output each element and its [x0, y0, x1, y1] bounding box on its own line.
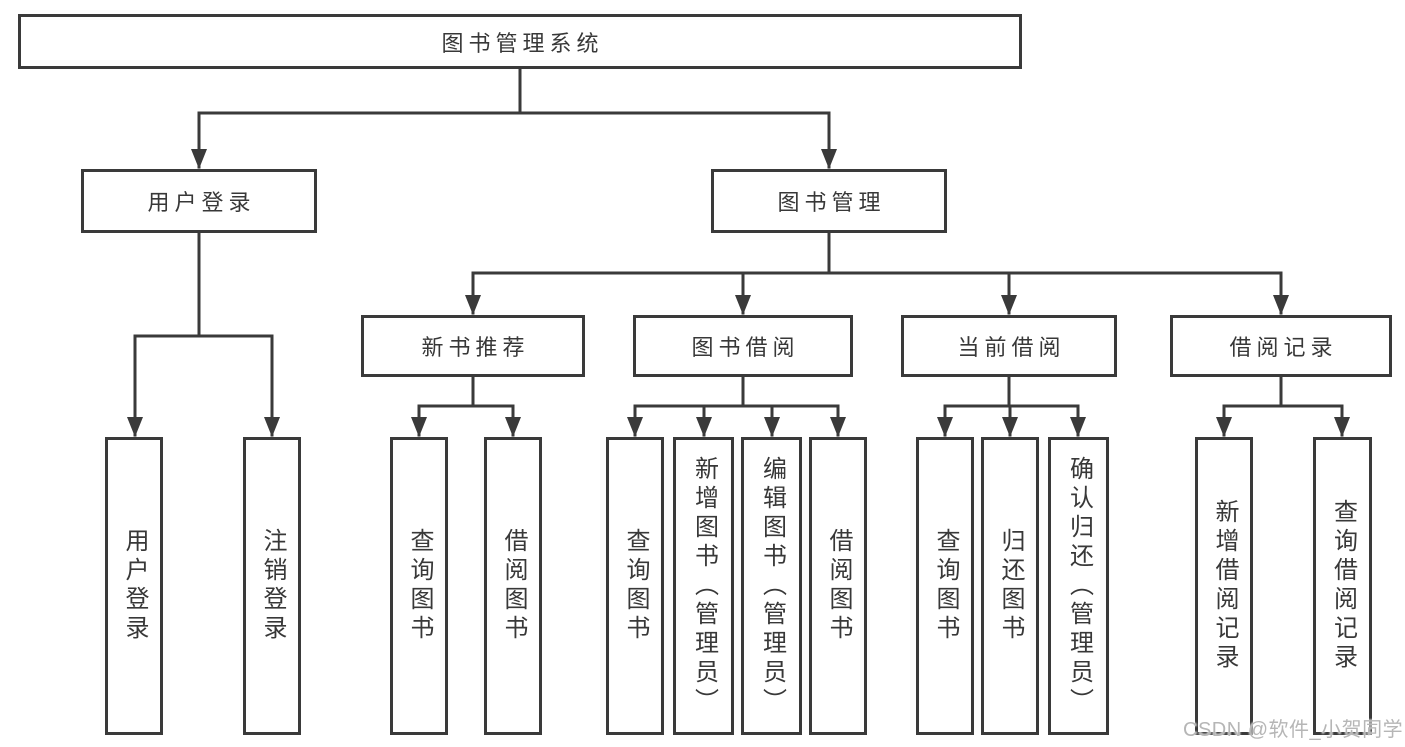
node-confirm-return-admin: 确认归还（管理员）	[1048, 437, 1109, 735]
node-return-books: 归还图书	[981, 437, 1039, 735]
node-add-borrow-record: 新增借阅记录	[1195, 437, 1253, 735]
node-current-borrow: 当前借阅	[901, 315, 1117, 377]
node-book-management: 图书管理	[711, 169, 947, 233]
node-logout: 注销登录	[243, 437, 301, 735]
connector-root	[191, 67, 837, 169]
connector-borrow-records	[1216, 375, 1350, 437]
connector-new-book-recommend	[411, 375, 521, 437]
node-add-books-admin: 新增图书（管理员）	[673, 437, 734, 735]
node-root: 图书管理系统	[18, 14, 1022, 69]
node-query-books-recommend: 查询图书	[390, 437, 448, 735]
node-book-borrow: 图书借阅	[633, 315, 853, 377]
node-query-books-current: 查询图书	[916, 437, 974, 735]
connector-book-management	[465, 231, 1289, 315]
node-borrow-books-recommend: 借阅图书	[484, 437, 542, 735]
connector-user-login	[127, 231, 280, 437]
watermark: CSDN @软件_小贺同学	[1183, 719, 1404, 741]
connector-book-borrow	[627, 375, 846, 437]
node-new-book-recommend: 新书推荐	[361, 315, 585, 377]
connector-current-borrow	[937, 375, 1086, 437]
node-query-borrow-record: 查询借阅记录	[1313, 437, 1372, 735]
node-borrow-records: 借阅记录	[1170, 315, 1392, 377]
node-query-books-borrow: 查询图书	[606, 437, 664, 735]
node-edit-books-admin: 编辑图书（管理员）	[741, 437, 802, 735]
node-user-login: 用户登录	[81, 169, 317, 233]
node-borrow-books-action: 借阅图书	[809, 437, 867, 735]
node-user-login-action: 用户登录	[105, 437, 163, 735]
